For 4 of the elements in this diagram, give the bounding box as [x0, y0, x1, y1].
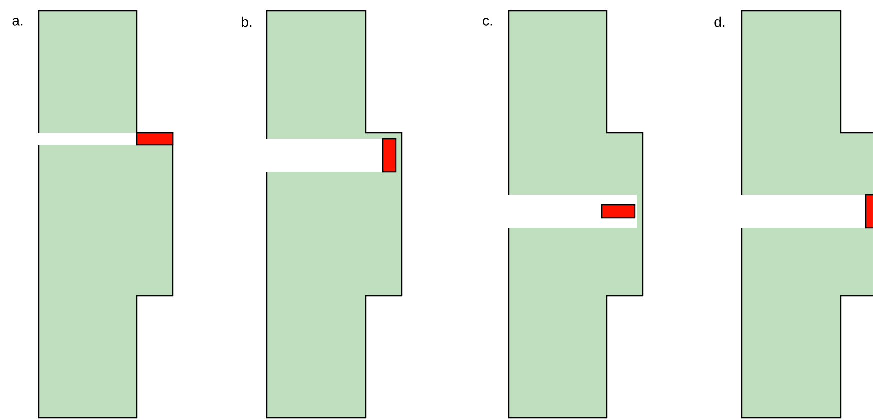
- panel-label: d.: [714, 16, 725, 28]
- panel-label: c.: [483, 18, 492, 26]
- panel-label: b.: [242, 16, 252, 28]
- panel-label: a.: [12, 18, 23, 26]
